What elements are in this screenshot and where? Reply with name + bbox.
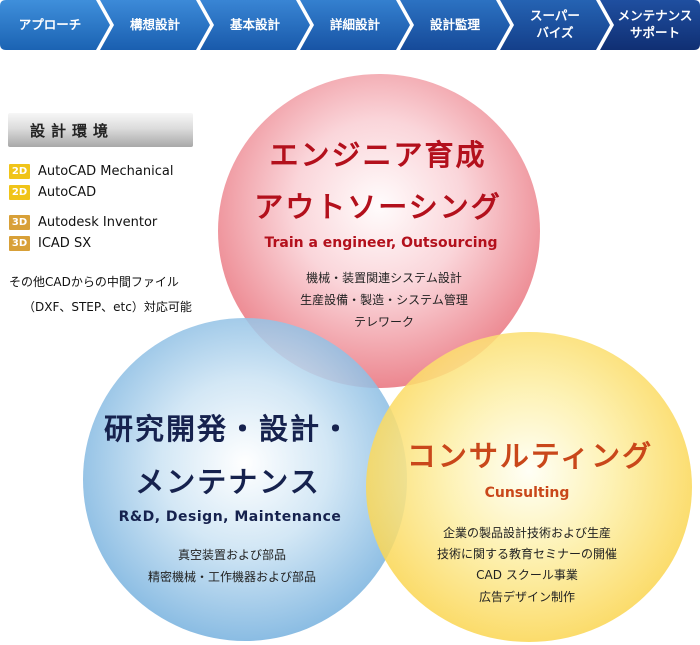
step-label: スーパー バイズ bbox=[530, 8, 580, 40]
step-approach: アプローチ bbox=[0, 0, 110, 50]
environment-title: 設計環境 bbox=[30, 121, 115, 140]
top-subtitle: Train a engineer, Outsourcing bbox=[264, 235, 498, 251]
step-supervise: スーパー バイズ bbox=[500, 0, 610, 50]
right-item: CAD スクール事業 bbox=[476, 568, 578, 582]
left-title-line1: 研究開発・設計・ bbox=[103, 412, 353, 446]
right-subtitle: Cunsulting bbox=[484, 485, 570, 501]
step-label: 詳細設計 bbox=[329, 16, 380, 32]
step-basic-design: 基本設計 bbox=[200, 0, 310, 50]
top-item: 生産設備・製造・システム管理 bbox=[300, 293, 468, 307]
cad-item: 3D Autodesk Inventor bbox=[9, 214, 157, 230]
left-subtitle: R&D, Design, Maintenance bbox=[118, 509, 342, 525]
top-title-line2: アウトソーシング bbox=[254, 190, 502, 224]
left-title-line2: メンテナンス bbox=[135, 465, 321, 499]
circle-rnd-design-maintenance bbox=[83, 318, 407, 641]
step-maintenance-support: メンテナンス サポート bbox=[600, 0, 700, 50]
step-label: アプローチ bbox=[18, 16, 82, 32]
cad-item: 3D ICAD SX bbox=[9, 235, 91, 251]
badge-2d: 2D bbox=[9, 184, 30, 200]
step-design-supervision: 設計監理 bbox=[400, 0, 510, 50]
circle-consulting bbox=[366, 332, 692, 642]
right-item: 広告デザイン制作 bbox=[478, 590, 576, 604]
cad-name: ICAD SX bbox=[38, 235, 92, 251]
step-concept-design: 構想設計 bbox=[100, 0, 210, 50]
left-item: 精密機械・工作機器および部品 bbox=[147, 570, 317, 584]
step-label: 基本設計 bbox=[229, 16, 280, 32]
right-title: コンサルティング bbox=[406, 439, 654, 473]
note-line2: （DXF、STEP、etc）対応可能 bbox=[23, 300, 192, 314]
badge-3d: 3D bbox=[9, 235, 30, 251]
note-line1: その他CADからの中間ファイル bbox=[9, 275, 179, 289]
top-item: テレワーク bbox=[353, 315, 415, 329]
cad-item: 2D AutoCAD bbox=[9, 184, 96, 200]
step-detail-design: 詳細設計 bbox=[300, 0, 410, 50]
step-label: メンテナンス サポート bbox=[617, 8, 693, 40]
environment-header: 設計環境 bbox=[8, 113, 193, 147]
top-title-line1: エンジニア育成 bbox=[269, 138, 487, 172]
top-item: 機械・装置関連システム設計 bbox=[306, 271, 462, 285]
cad-name: AutoCAD Mechanical bbox=[38, 163, 174, 179]
badge-3d: 3D bbox=[9, 214, 30, 230]
cad-name: Autodesk Inventor bbox=[38, 214, 158, 230]
step-label: 構想設計 bbox=[129, 16, 180, 32]
process-steps: アプローチ 構想設計 基本設計 詳細設計 設計監理 スーパー バイズ メンテナン… bbox=[0, 0, 700, 50]
left-item: 真空装置および部品 bbox=[177, 548, 287, 562]
right-item: 企業の製品設計技術および生産 bbox=[442, 526, 612, 540]
cad-item: 2D AutoCAD Mechanical bbox=[9, 163, 173, 179]
badge-2d: 2D bbox=[9, 163, 30, 179]
cad-name: AutoCAD bbox=[38, 184, 97, 200]
step-label: 設計監理 bbox=[429, 16, 480, 32]
right-item: 技術に関する教育セミナーの開催 bbox=[436, 547, 618, 561]
